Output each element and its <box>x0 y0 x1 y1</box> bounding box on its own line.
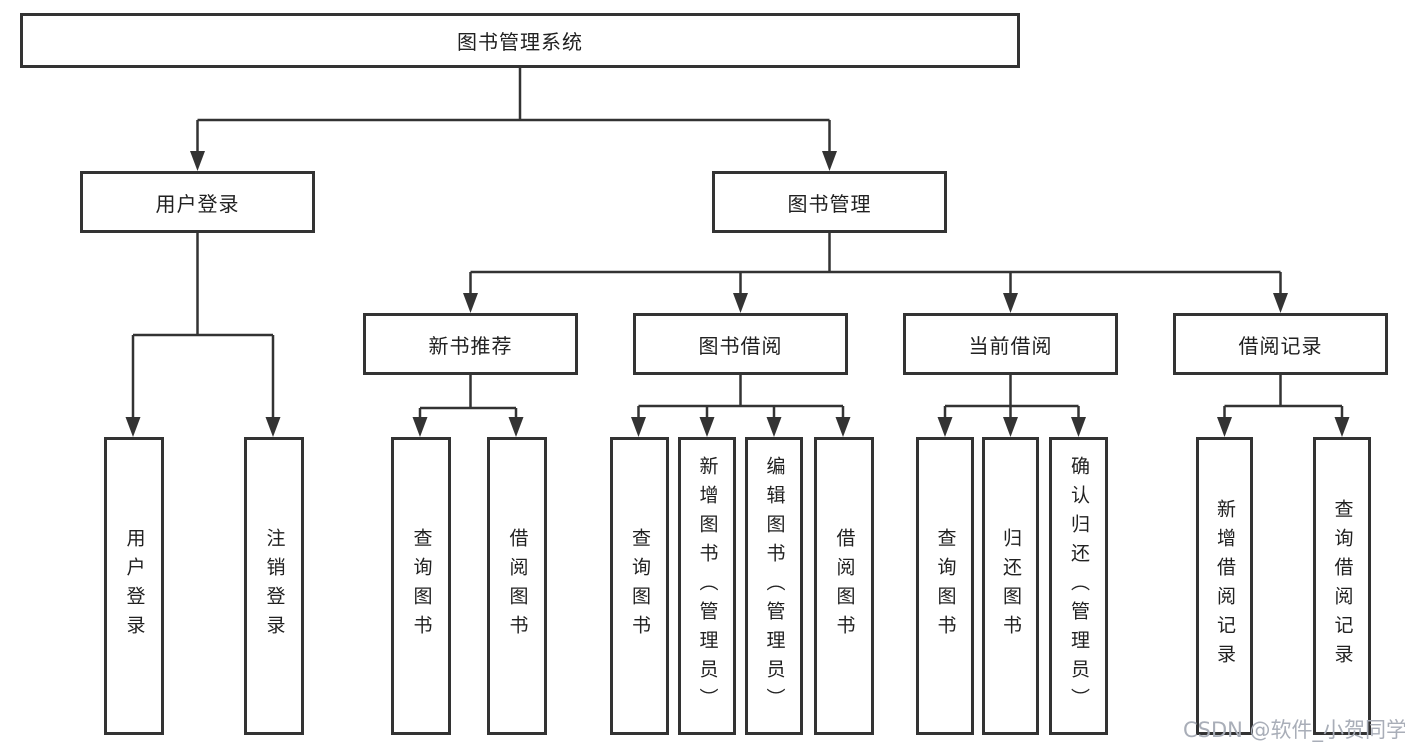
leaf-user-login: 用户登录 <box>104 437 164 735</box>
node-label: 编辑图书（管理员） <box>763 455 786 717</box>
leaf-borrow-books-2: 借阅图书 <box>814 437 874 735</box>
node-label: 图书管理系统 <box>457 30 583 54</box>
node-label: 当前借阅 <box>968 333 1053 358</box>
node-book-borrowing: 图书借阅 <box>633 313 848 375</box>
leaf-confirm-return-admin: 确认归还（管理员） <box>1049 437 1108 735</box>
node-label: 图书管理 <box>787 191 872 216</box>
leaf-borrow-books-1: 借阅图书 <box>487 437 547 735</box>
node-label: 用户登录 <box>123 528 146 644</box>
node-label: 查询借阅记录 <box>1331 499 1354 673</box>
arrowhead-icons <box>125 151 1350 437</box>
node-label: 图书借阅 <box>698 333 783 358</box>
node-user-login: 用户登录 <box>80 171 315 233</box>
node-new-book-recommendation: 新书推荐 <box>363 313 578 375</box>
node-label: 注销登录 <box>263 528 286 644</box>
node-label: 确认归还（管理员） <box>1068 455 1090 717</box>
leaf-query-books-1: 查询图书 <box>391 437 451 735</box>
node-label: 新书推荐 <box>428 333 513 358</box>
node-label: 查询图书 <box>410 528 433 644</box>
node-label: 新增借阅记录 <box>1214 499 1236 673</box>
node-borrowing-records: 借阅记录 <box>1173 313 1388 375</box>
leaf-edit-book-admin: 编辑图书（管理员） <box>745 437 803 735</box>
csdn-watermark: CSDN @软件_小贺同学 <box>1183 718 1405 742</box>
leaf-query-borrow-record: 查询借阅记录 <box>1313 437 1371 735</box>
leaf-add-book-admin: 新增图书（管理员） <box>678 437 736 735</box>
node-label: 用户登录 <box>155 191 240 216</box>
node-label: 借阅图书 <box>833 528 856 644</box>
leaf-return-books: 归还图书 <box>982 437 1039 735</box>
node-label: 借阅记录 <box>1238 333 1323 358</box>
node-label: 查询图书 <box>629 528 651 644</box>
node-label: 查询图书 <box>934 528 957 644</box>
node-label: 借阅图书 <box>506 528 529 644</box>
leaf-query-books-2: 查询图书 <box>610 437 669 735</box>
node-label: 新增图书（管理员） <box>696 455 719 717</box>
node-book-management: 图书管理 <box>712 171 947 233</box>
leaf-add-borrow-record: 新增借阅记录 <box>1196 437 1253 735</box>
node-label: 归还图书 <box>1000 528 1022 644</box>
leaf-query-books-3: 查询图书 <box>916 437 974 735</box>
node-current-borrowing: 当前借阅 <box>903 313 1118 375</box>
leaf-logout: 注销登录 <box>244 437 304 735</box>
node-library-management-system: 图书管理系统 <box>20 13 1020 68</box>
